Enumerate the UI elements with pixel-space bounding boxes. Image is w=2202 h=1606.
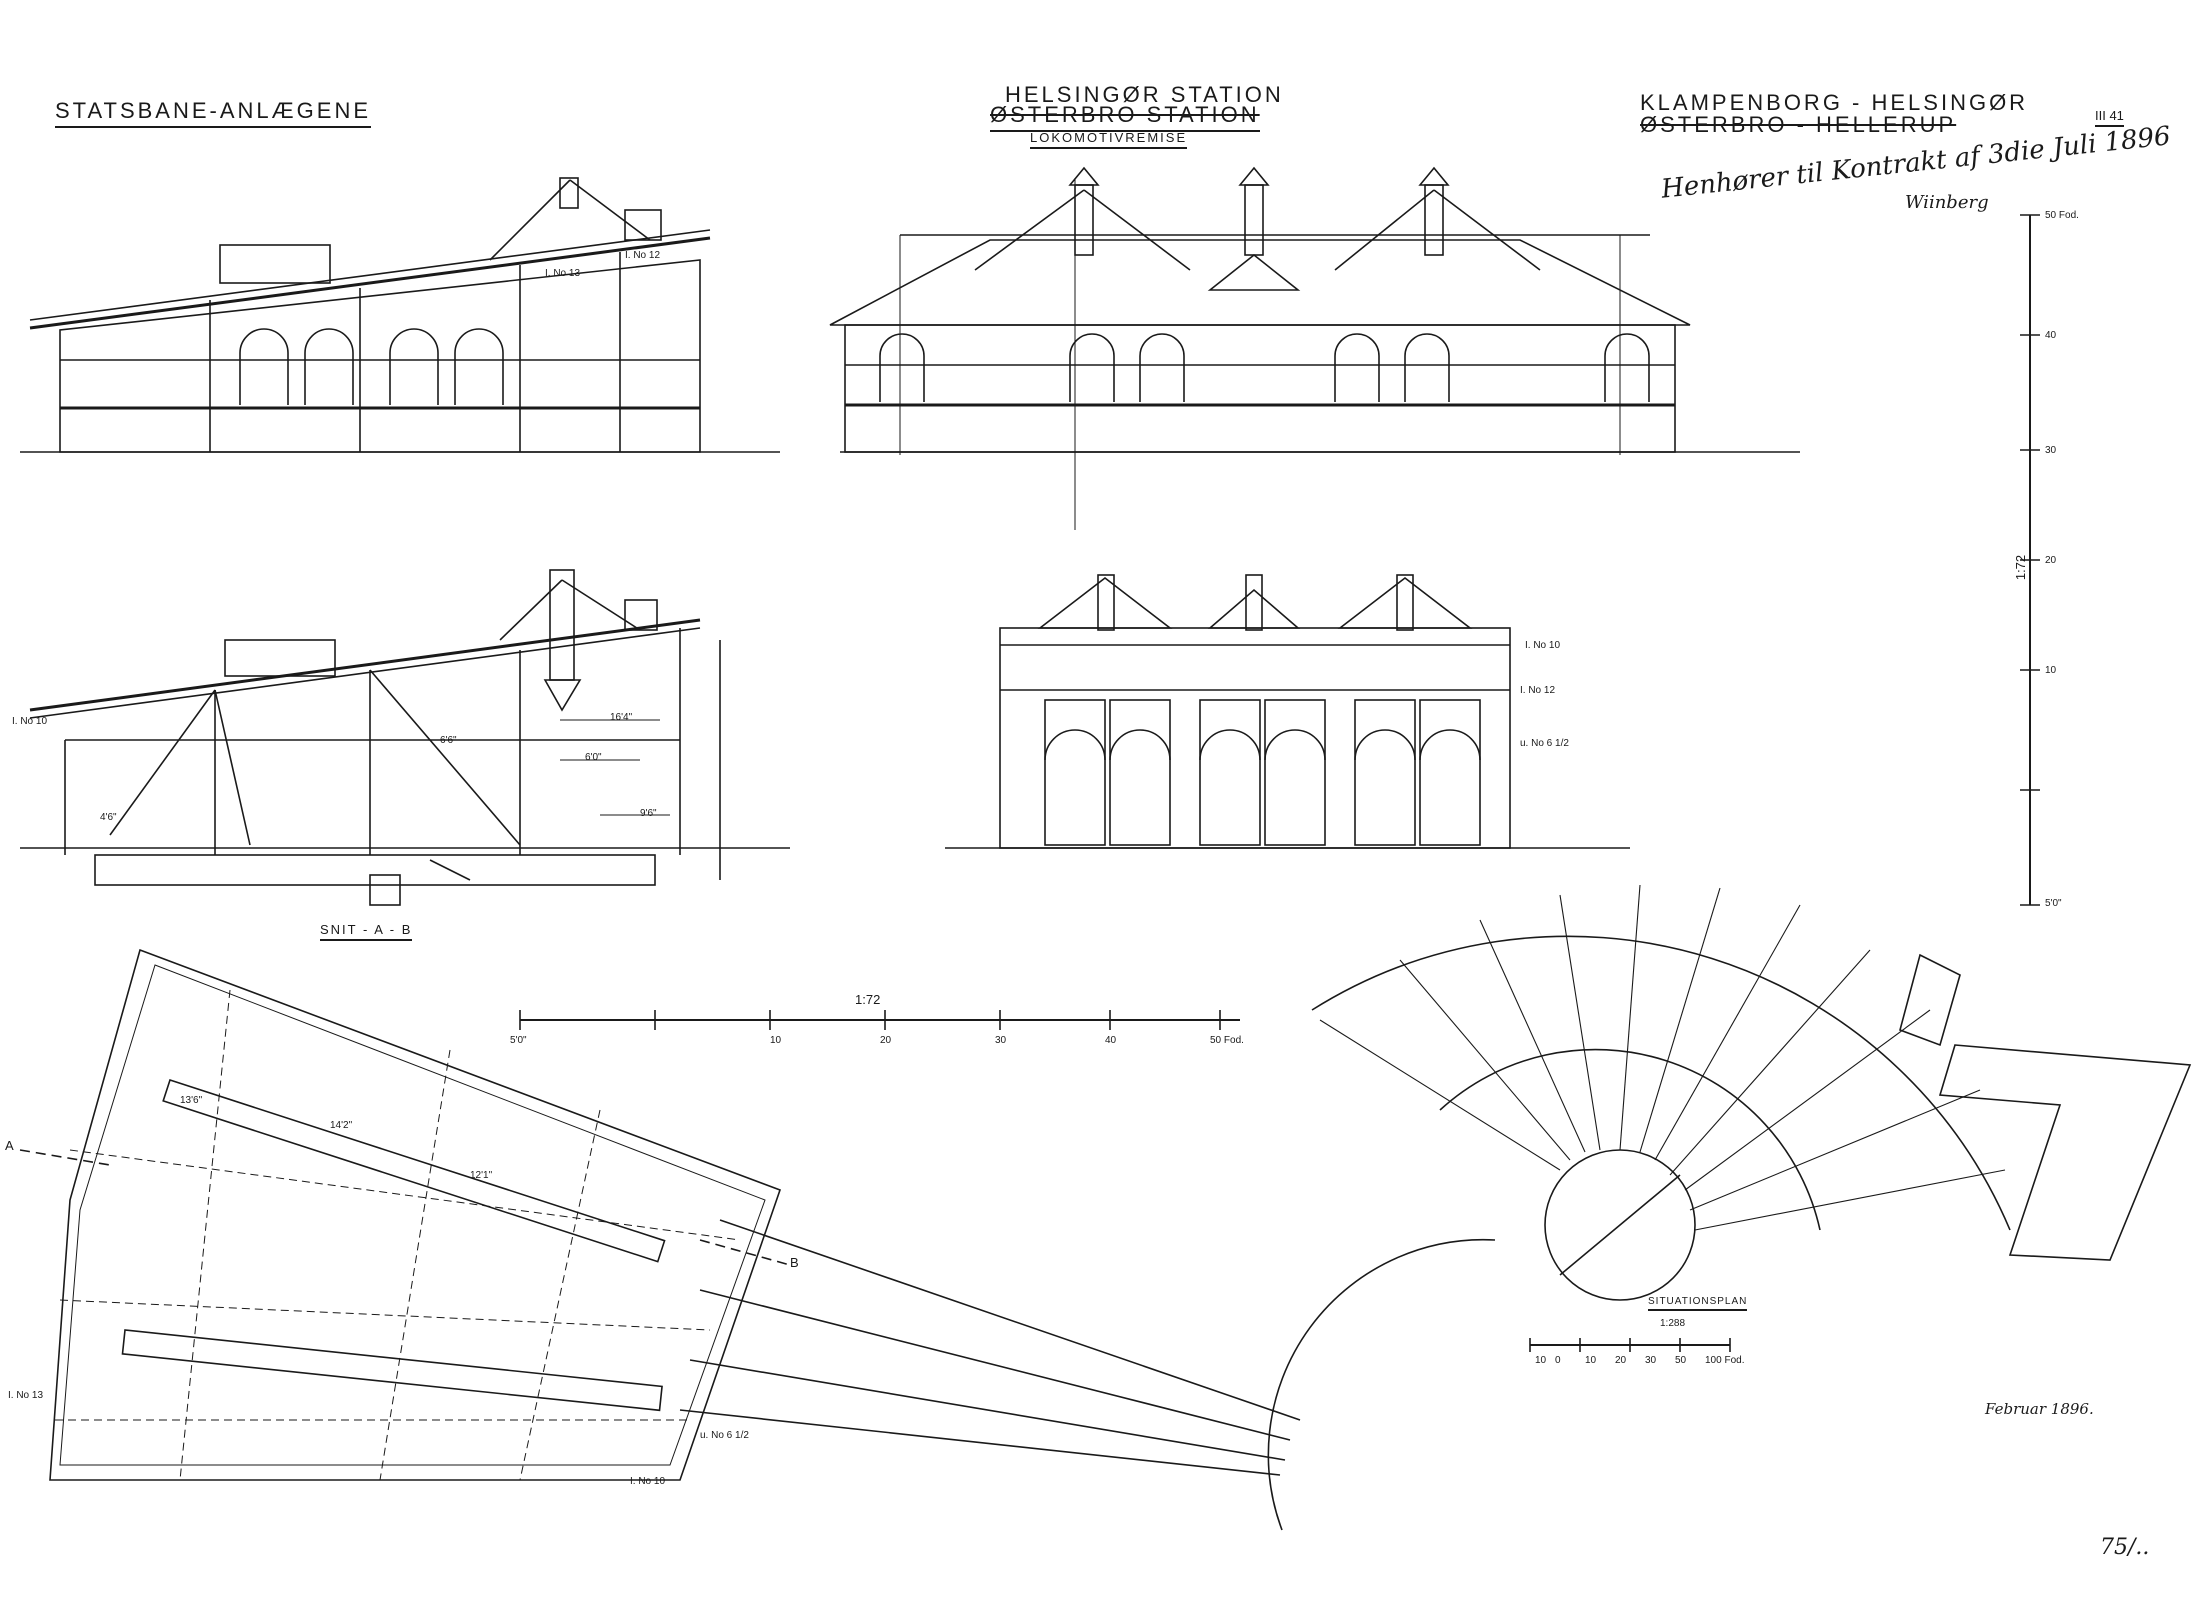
dimension-label: 12'1": [470, 1170, 493, 1181]
title-statsbane: STATSBANE-ANLÆGENE: [55, 98, 372, 128]
title-osterbro-hellerup: ØSTERBRO - HELLERUP: [1640, 112, 1957, 137]
front-elevation-windows: [879, 333, 1650, 402]
section-marker-b: B: [790, 1255, 799, 1270]
dimension-label: 6'6": [440, 735, 457, 746]
dimension-label: 16'4": [610, 712, 633, 723]
site-scale-tick: 30: [1645, 1355, 1657, 1366]
title-osterbro-station: ØSTERBRO STATION: [990, 102, 1260, 132]
site-scale-tick: 100 Fod.: [1705, 1355, 1745, 1366]
vscale-tick-label: 50 Fod.: [2045, 210, 2079, 221]
dimension-label: 4'6": [100, 812, 117, 823]
beam-label: I. No 10: [1525, 640, 1561, 651]
beam-label: I. No 10: [12, 716, 48, 727]
beam-label: u. No 6 1/2: [1520, 738, 1569, 749]
front-elevation: [829, 166, 1800, 530]
side-elevation: [20, 177, 780, 453]
title-klampenborg-helsingor: KLAMPENBORG - HELSINGØR: [1640, 90, 2029, 115]
roundhouse-radial-tracks: [1319, 884, 2006, 1231]
drawing-scale-label: 1:72: [855, 992, 881, 1007]
site-scale-tick: 0: [1555, 1355, 1561, 1366]
vscale-tick-label: 5'0": [2045, 898, 2062, 909]
site-scale-tick: 10: [1585, 1355, 1597, 1366]
section-marker-a: A: [5, 1138, 14, 1153]
plan-grid: [55, 989, 741, 1481]
floor-plan: [19, 948, 1301, 1481]
section-a-b: [20, 569, 790, 906]
scale-tick-label: 50 Fod.: [1210, 1035, 1244, 1046]
signature: Wiinberg: [1905, 192, 1989, 213]
beam-label: u. No 6 1/2: [700, 1430, 749, 1441]
dimension-label: 13'6": [180, 1095, 203, 1106]
ventilator-towers: [974, 166, 1541, 291]
end-elevation: [945, 574, 1630, 849]
site-scale-tick: 50: [1675, 1355, 1687, 1366]
scale-bar-vertical: [2020, 214, 2040, 906]
title-helsingor-station: HELSINGØR STATION: [1005, 82, 1284, 107]
beam-label: I. No 10: [630, 1476, 666, 1487]
beam-label: I. No 12: [1520, 685, 1556, 696]
scale-tick-label: 5'0": [510, 1035, 527, 1046]
beam-label: I. No 13: [545, 268, 581, 279]
vscale-tick-label: 10: [2045, 665, 2057, 676]
drawing-date: Februar 1896.: [1985, 1400, 2094, 1418]
site-plan-label: SITUATIONSPLAN: [1648, 1296, 1748, 1311]
door-panels: [1044, 699, 1481, 846]
site-plan: [1267, 884, 2192, 1531]
beam-label: I. No 12: [625, 250, 661, 261]
subtitle-lokomotivremise: LOKOMOTIVREMISE: [1030, 130, 1188, 149]
scale-tick-label: 30: [995, 1035, 1007, 1046]
drawing-scale-label-vertical: 1:72: [2013, 554, 2029, 581]
sheet-reference: III 41: [2095, 108, 2124, 127]
beam-label: I. No 13: [8, 1390, 44, 1401]
scale-bar-site: [1529, 1338, 1731, 1352]
dimension-label: 14'2": [330, 1120, 353, 1131]
vscale-tick-label: 40: [2045, 330, 2057, 341]
scale-tick-label: 40: [1105, 1035, 1117, 1046]
scale-tick-label: 20: [880, 1035, 892, 1046]
site-scale-tick: 10: [1535, 1355, 1547, 1366]
dimension-label: 9'6": [640, 808, 657, 819]
section-label: SNIT - A - B: [320, 922, 413, 941]
scale-tick-label: 10: [770, 1035, 782, 1046]
side-elevation-windows: [239, 328, 504, 405]
vscale-tick-label: 20: [2045, 555, 2057, 566]
scale-bar-horizontal: [519, 1010, 1240, 1030]
vscale-tick-label: 30: [2045, 445, 2057, 456]
dimension-label: 6'0": [585, 752, 602, 763]
site-plan-scale: 1:288: [1660, 1318, 1686, 1329]
sheet-number: 75/..: [2100, 1535, 2150, 1560]
site-scale-tick: 20: [1615, 1355, 1627, 1366]
